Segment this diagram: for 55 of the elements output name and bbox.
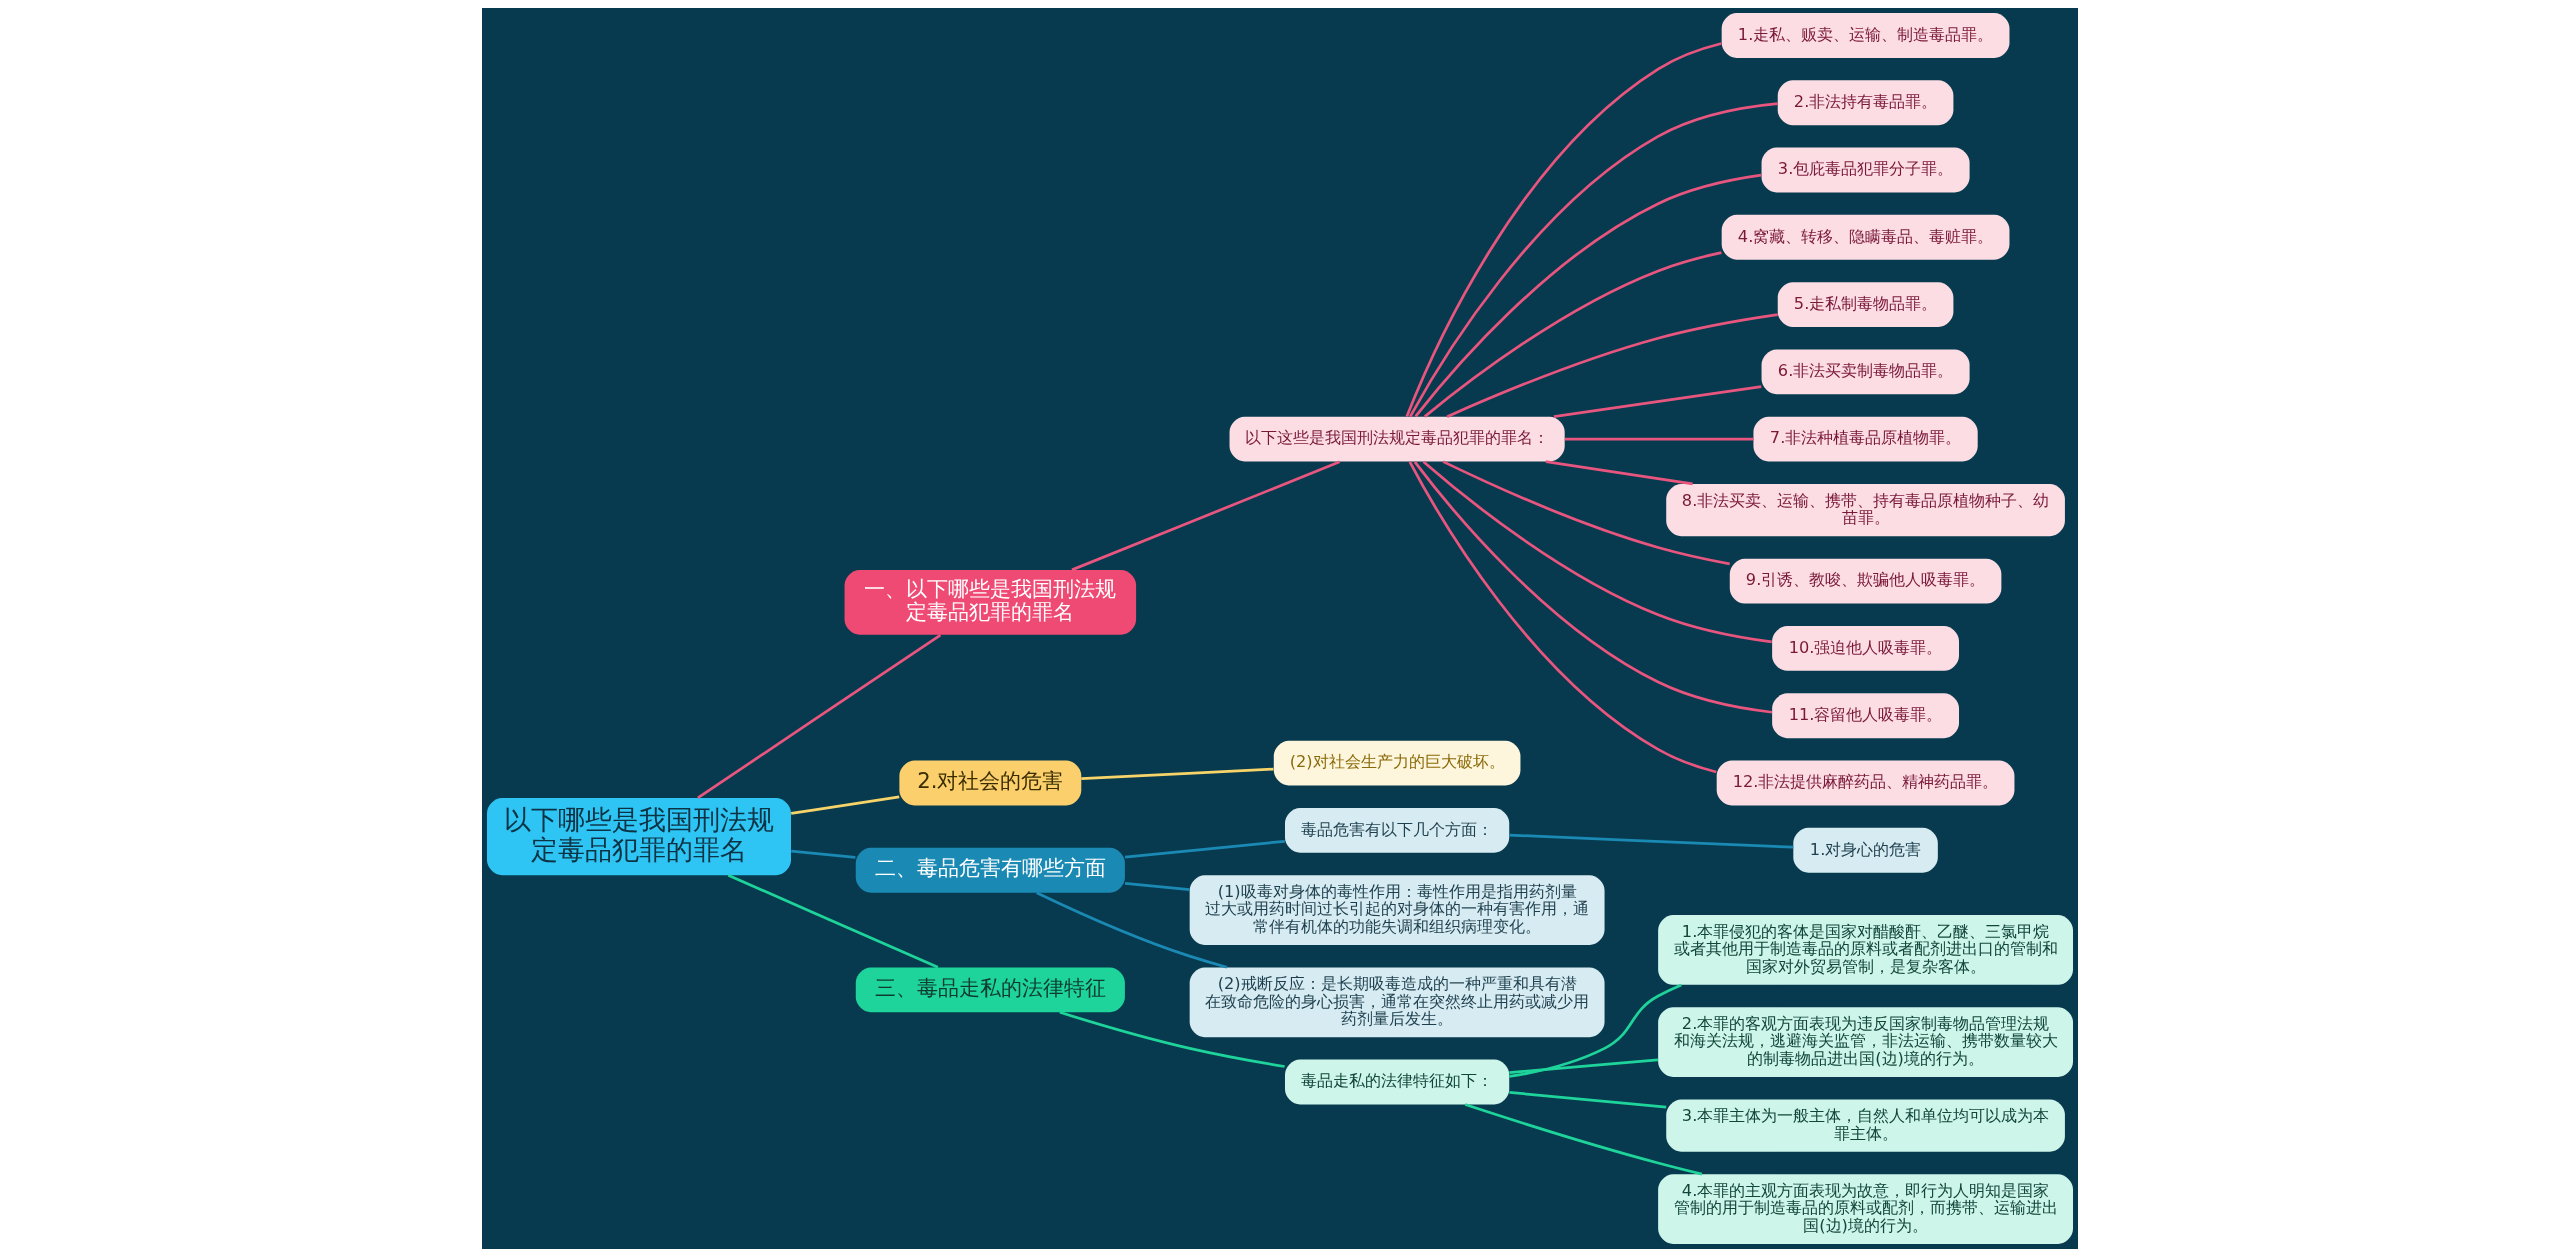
node-box: 1.走私、贩卖、运输、制造毒品罪。: [1721, 13, 2010, 58]
node-box: (1)吸毒对身体的毒性作用：毒性作用是指用药剂量过大或用药时间过长引起的对身体的一种有害作用，通常伴有机体的功能失调和组织病理变化。: [1189, 875, 1605, 945]
connector: [1409, 102, 1778, 418]
node-box: 3.包庇毒品犯罪分子罪。: [1761, 147, 1970, 193]
node-box: (2)对社会生产力的巨大破坏。: [1273, 740, 1521, 786]
connector: [1059, 1010, 1285, 1068]
connector: [1413, 461, 1773, 714]
connector: [1408, 461, 1717, 774]
connector: [1545, 460, 1693, 486]
node-box: 10.强迫他人吸毒罪。: [1772, 626, 1959, 671]
node-box: 12.非法提供麻醉药品、精神药品罪。: [1716, 760, 2015, 806]
connector: [1509, 983, 1682, 1078]
connector: [1509, 1058, 1658, 1074]
node-box: 2.本罪的客观方面表现为违反国家制毒物品管理法规和海关法规，逃避海关监管，非法运输、携带数量较大的制毒物品进出国(边)境的行为。: [1658, 1007, 2073, 1077]
node-box: 1.对身心的危害: [1793, 827, 1938, 873]
connector: [791, 795, 900, 815]
connector: [1564, 437, 1754, 441]
connector: [791, 849, 856, 859]
connector: [1124, 882, 1190, 892]
node-box: (2)戒断反应：是长期吸毒造成的一种严重和具有潜在致命危险的身心损害，通常在突然终止用药或减少用药剂量后发生。: [1189, 967, 1605, 1038]
connector: [697, 633, 942, 800]
node-box: 2.非法持有毒品罪。: [1777, 80, 1954, 126]
connector: [727, 874, 939, 969]
node-box: 三、毒品走私的法律特征: [855, 967, 1125, 1013]
node-box: 3.本罪主体为一般主体，自然人和单位均可以成为本罪主体。: [1666, 1099, 2065, 1152]
node-box: 2.对社会的危害: [899, 760, 1082, 806]
node-box: 6.非法买卖制毒物品罪。: [1761, 349, 1970, 395]
node-box: 5.走私制毒物品罪。: [1777, 282, 1954, 327]
node-box: 4.本罪的主观方面表现为故意，即行为人明知是国家管制的用于制造毒品的原料或配剂，而携带、运输进出国(边)境的行为。: [1658, 1174, 2073, 1244]
connector: [1423, 251, 1722, 418]
connector: [1405, 42, 1722, 418]
node-box: 毒品走私的法律特征如下：: [1285, 1059, 1510, 1105]
node-box: 9.引诱、教唆、欺骗他人吸毒罪。: [1729, 558, 2002, 604]
connector: [1553, 385, 1762, 419]
connector: [1081, 767, 1274, 780]
connector: [1509, 1091, 1667, 1109]
node-box: 8.非法买卖、运输、携带、持有毒品原植物种子、幼苗罪。: [1666, 484, 2065, 537]
node-box: 7.非法种植毒品原植物罪。: [1753, 416, 1978, 462]
node-box: 毒品危害有以下几个方面：: [1285, 807, 1510, 853]
node-box: 4.窝藏、转移、隐瞒毒品、毒赃罪。: [1721, 214, 2010, 260]
connector: [1464, 1103, 1703, 1176]
connector: [1509, 833, 1794, 849]
node-box: 11.容留他人吸毒罪。: [1772, 693, 1959, 739]
node-box: 二、毒品危害有哪些方面: [855, 847, 1125, 893]
node-box: 以下这些是我国刑法规定毒品犯罪的罪名：: [1229, 416, 1565, 462]
connector: [1442, 460, 1730, 566]
connector: [1422, 460, 1772, 644]
connector: [1124, 839, 1285, 859]
connector: [1071, 460, 1341, 572]
connector: [1414, 173, 1762, 418]
connector: [1036, 891, 1228, 969]
connector: [1446, 313, 1778, 418]
node-box: 以下哪些是我国刑法规定毒品犯罪的罪名: [487, 797, 791, 876]
node-box: 一、以下哪些是我国刑法规定毒品犯罪的罪名: [844, 569, 1137, 635]
node-box: 1.本罪侵犯的客体是国家对醋酸酐、乙醚、三氯甲烷或者其他用于制造毒品的原料或者配剂进出口的管制和国家对外贸易管制，是复杂客体。: [1658, 915, 2073, 985]
